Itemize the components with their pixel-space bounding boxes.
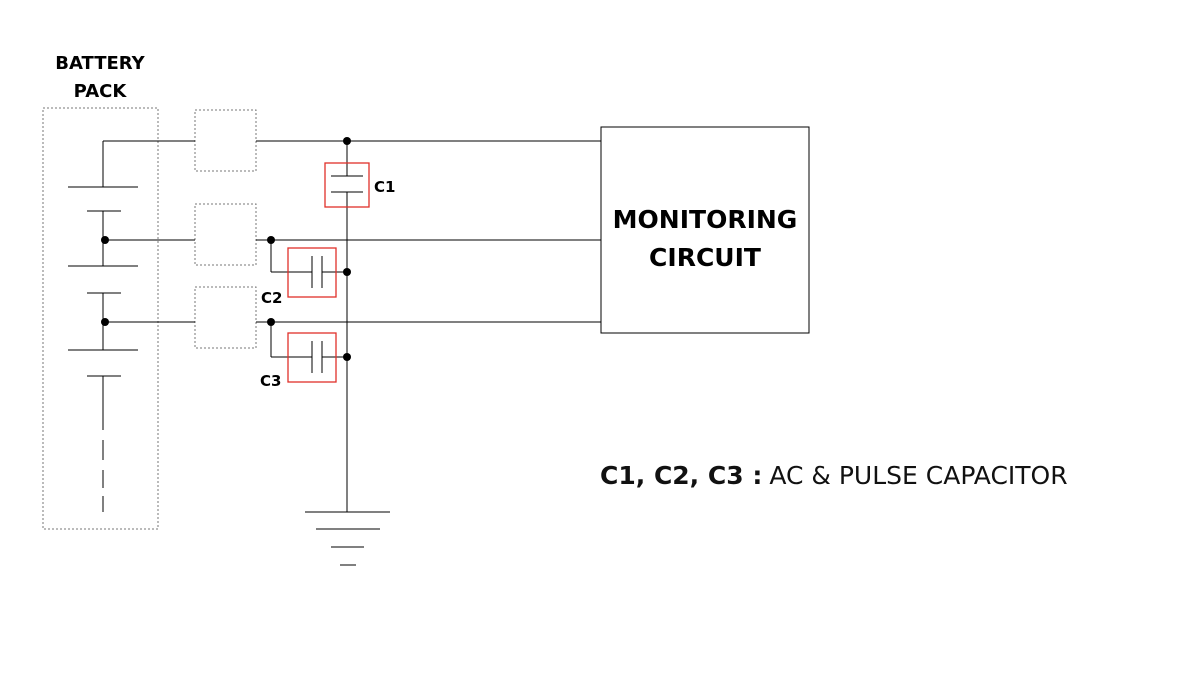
- connector-top: [194, 109, 257, 172]
- wires: [103, 140, 601, 512]
- capacitor-c3-label: C3: [260, 372, 281, 390]
- capacitor-c3-highlight: [287, 332, 337, 383]
- legend-description: AC & PULSE CAPACITOR: [769, 461, 1067, 490]
- capacitor-c1: [324, 162, 370, 208]
- battery-pack-label-line2: PACK: [74, 81, 128, 102]
- monitoring-circuit-label-line1: MONITORING: [613, 205, 798, 234]
- battery-cells: [68, 141, 138, 512]
- legend: C1, C2, C3 :AC & PULSE CAPACITOR: [600, 461, 1068, 490]
- monitoring-circuit-label-line2: CIRCUIT: [649, 243, 761, 272]
- capacitor-c2-highlight: [287, 247, 337, 298]
- monitoring-circuit-box: [600, 126, 810, 334]
- connector-middle: [194, 203, 257, 266]
- capacitor-c2: [287, 247, 337, 298]
- battery-pack-label-line1: BATTERY: [55, 53, 145, 74]
- capacitor-c1-highlight: [324, 162, 370, 208]
- capacitor-c1-label: C1: [374, 178, 395, 196]
- battery-pack-enclosure: [42, 107, 159, 530]
- legend-capacitor-names: C1, C2, C3 :: [600, 461, 762, 490]
- ground-icon: [305, 511, 390, 566]
- capacitor-c2-label: C2: [261, 289, 282, 307]
- capacitor-c3: [287, 332, 337, 383]
- connector-bottom: [194, 286, 257, 349]
- junction-nodes: [101, 137, 351, 361]
